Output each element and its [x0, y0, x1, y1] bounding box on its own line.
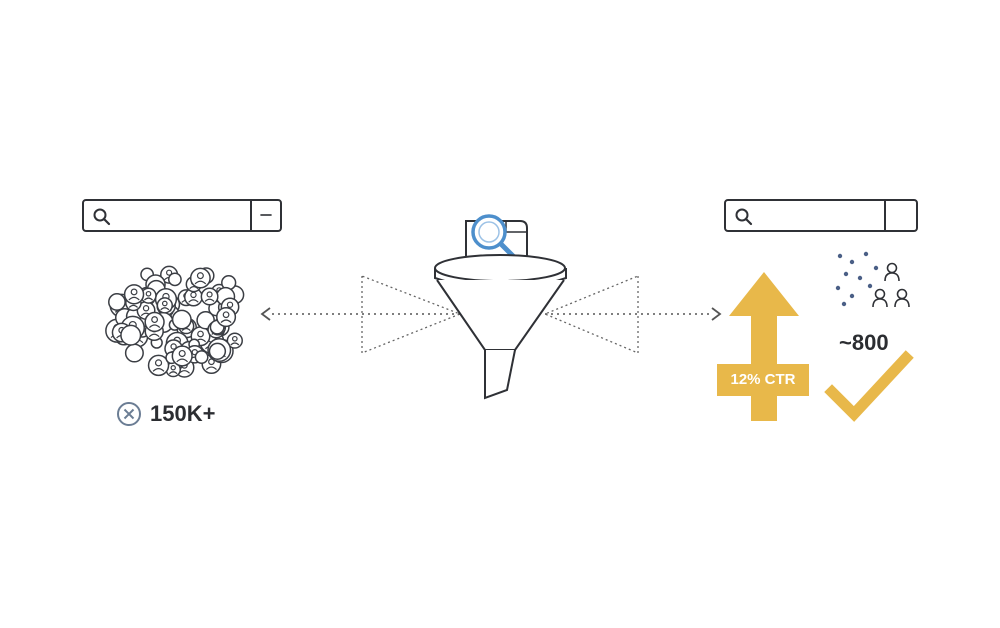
x-circle-icon [117, 402, 141, 426]
search-icon [735, 208, 753, 226]
search-icon [93, 208, 111, 226]
right-count-label: ~800 [839, 330, 889, 355]
user-icon [144, 311, 165, 333]
right-cone [543, 275, 639, 354]
magnifier-icon [471, 214, 518, 261]
crowd-dot [171, 309, 192, 330]
up-arrow-icon [729, 272, 799, 421]
audience-dot [857, 275, 863, 281]
person-icon [894, 288, 910, 308]
user-icon [189, 267, 211, 289]
ctr-badge: 12% CTR [717, 364, 809, 396]
filtered-audience-cluster [835, 251, 910, 308]
crowd-dot [208, 342, 227, 360]
user-icon [156, 297, 173, 314]
crowd-dot [120, 324, 142, 346]
search-bar-divider [250, 201, 252, 230]
audience-dot [841, 301, 847, 307]
crowd-dot [124, 343, 144, 363]
audience-dot [873, 265, 879, 271]
audience-dot [849, 293, 855, 299]
audience-dot [843, 271, 849, 277]
audience-dot [835, 285, 841, 291]
left-search-bar[interactable] [82, 199, 282, 232]
audience-dot [867, 283, 873, 289]
left-cone [361, 275, 462, 354]
right-search-bar[interactable] [724, 199, 918, 232]
crowd-cluster [105, 265, 245, 378]
person-icon [872, 288, 888, 308]
crowd-dot [108, 293, 126, 311]
search-bar-divider [884, 201, 886, 230]
checkmark-icon [824, 350, 914, 422]
user-icon [123, 284, 145, 305]
minus-icon[interactable] [258, 207, 274, 223]
user-icon [147, 354, 170, 377]
crowd-dot [167, 272, 182, 287]
user-icon [200, 287, 219, 306]
user-icon [216, 306, 237, 328]
document-card [465, 220, 528, 263]
audience-dot [863, 251, 869, 257]
left-count-label: 150K+ [150, 401, 216, 426]
crowd-dot [194, 350, 209, 364]
person-icon [884, 262, 900, 282]
user-icon [226, 332, 243, 349]
funnel-icon [434, 254, 567, 400]
audience-dot [849, 259, 855, 265]
user-icon [171, 345, 193, 367]
audience-dot [837, 253, 843, 259]
